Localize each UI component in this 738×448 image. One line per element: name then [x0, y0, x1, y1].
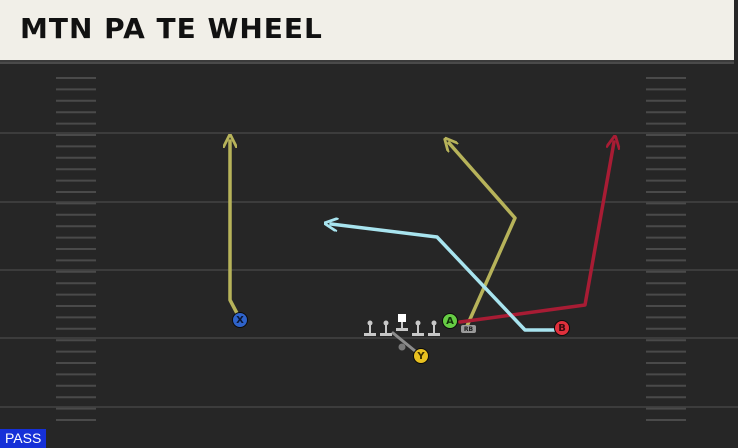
yard-lines — [0, 132, 738, 408]
player-y-marker — [413, 348, 429, 364]
lineman-rg — [412, 320, 424, 336]
player-x-marker — [232, 312, 248, 328]
lineman-lt — [364, 320, 376, 336]
route-x-go — [230, 141, 242, 321]
lineman-rt — [428, 320, 440, 336]
center-snapper — [396, 314, 408, 331]
route-a-post — [449, 143, 517, 328]
route-b-cross — [331, 224, 563, 332]
rb-tag: RB — [461, 325, 476, 333]
player-y[interactable]: Y — [413, 348, 429, 364]
lineman-lg — [380, 320, 392, 336]
play-type-badge: PASS — [0, 429, 47, 448]
offensive-line — [364, 314, 440, 351]
route-b-go — [458, 142, 614, 324]
player-x[interactable]: X — [232, 312, 248, 328]
player-a-marker — [442, 313, 458, 329]
player-a-label: A — [446, 316, 454, 327]
player-a[interactable]: A — [442, 313, 458, 329]
player-b[interactable]: B — [554, 320, 570, 336]
player-b-label: B — [558, 323, 566, 334]
play-title: MTN PA TE WHEEL — [20, 12, 323, 45]
player-b-marker — [554, 320, 570, 336]
hash-marks — [56, 77, 686, 421]
player-x-label: X — [236, 315, 244, 326]
rb-tag-label: RB — [464, 326, 474, 333]
title-banner: MTN PA TE WHEEL — [0, 0, 734, 62]
quarterback-marker — [398, 343, 406, 351]
player-y-label: Y — [416, 351, 425, 362]
